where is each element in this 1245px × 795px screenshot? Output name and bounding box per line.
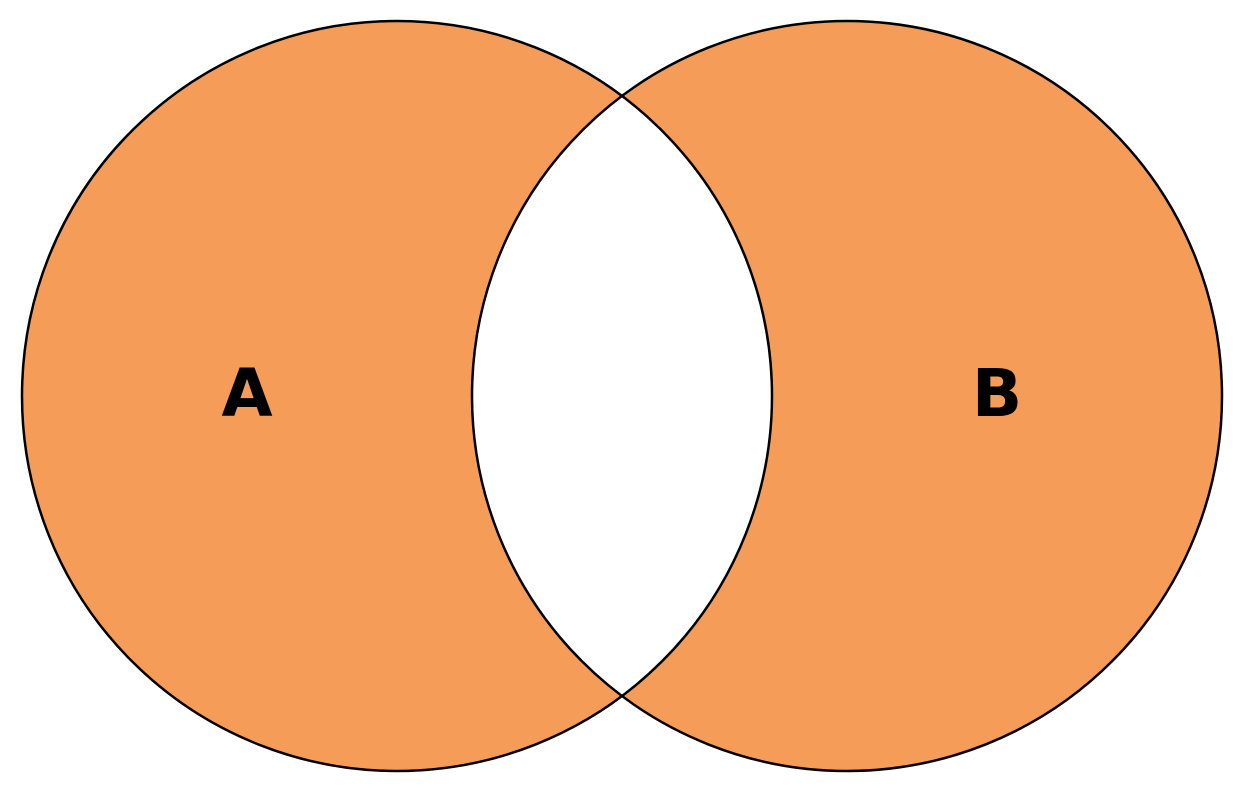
set-a-outline <box>20 19 774 773</box>
set-b-outline <box>470 19 1224 773</box>
intersection-region <box>472 96 772 696</box>
set-b-label: B <box>972 355 1022 432</box>
set-a-label: A <box>221 355 272 432</box>
